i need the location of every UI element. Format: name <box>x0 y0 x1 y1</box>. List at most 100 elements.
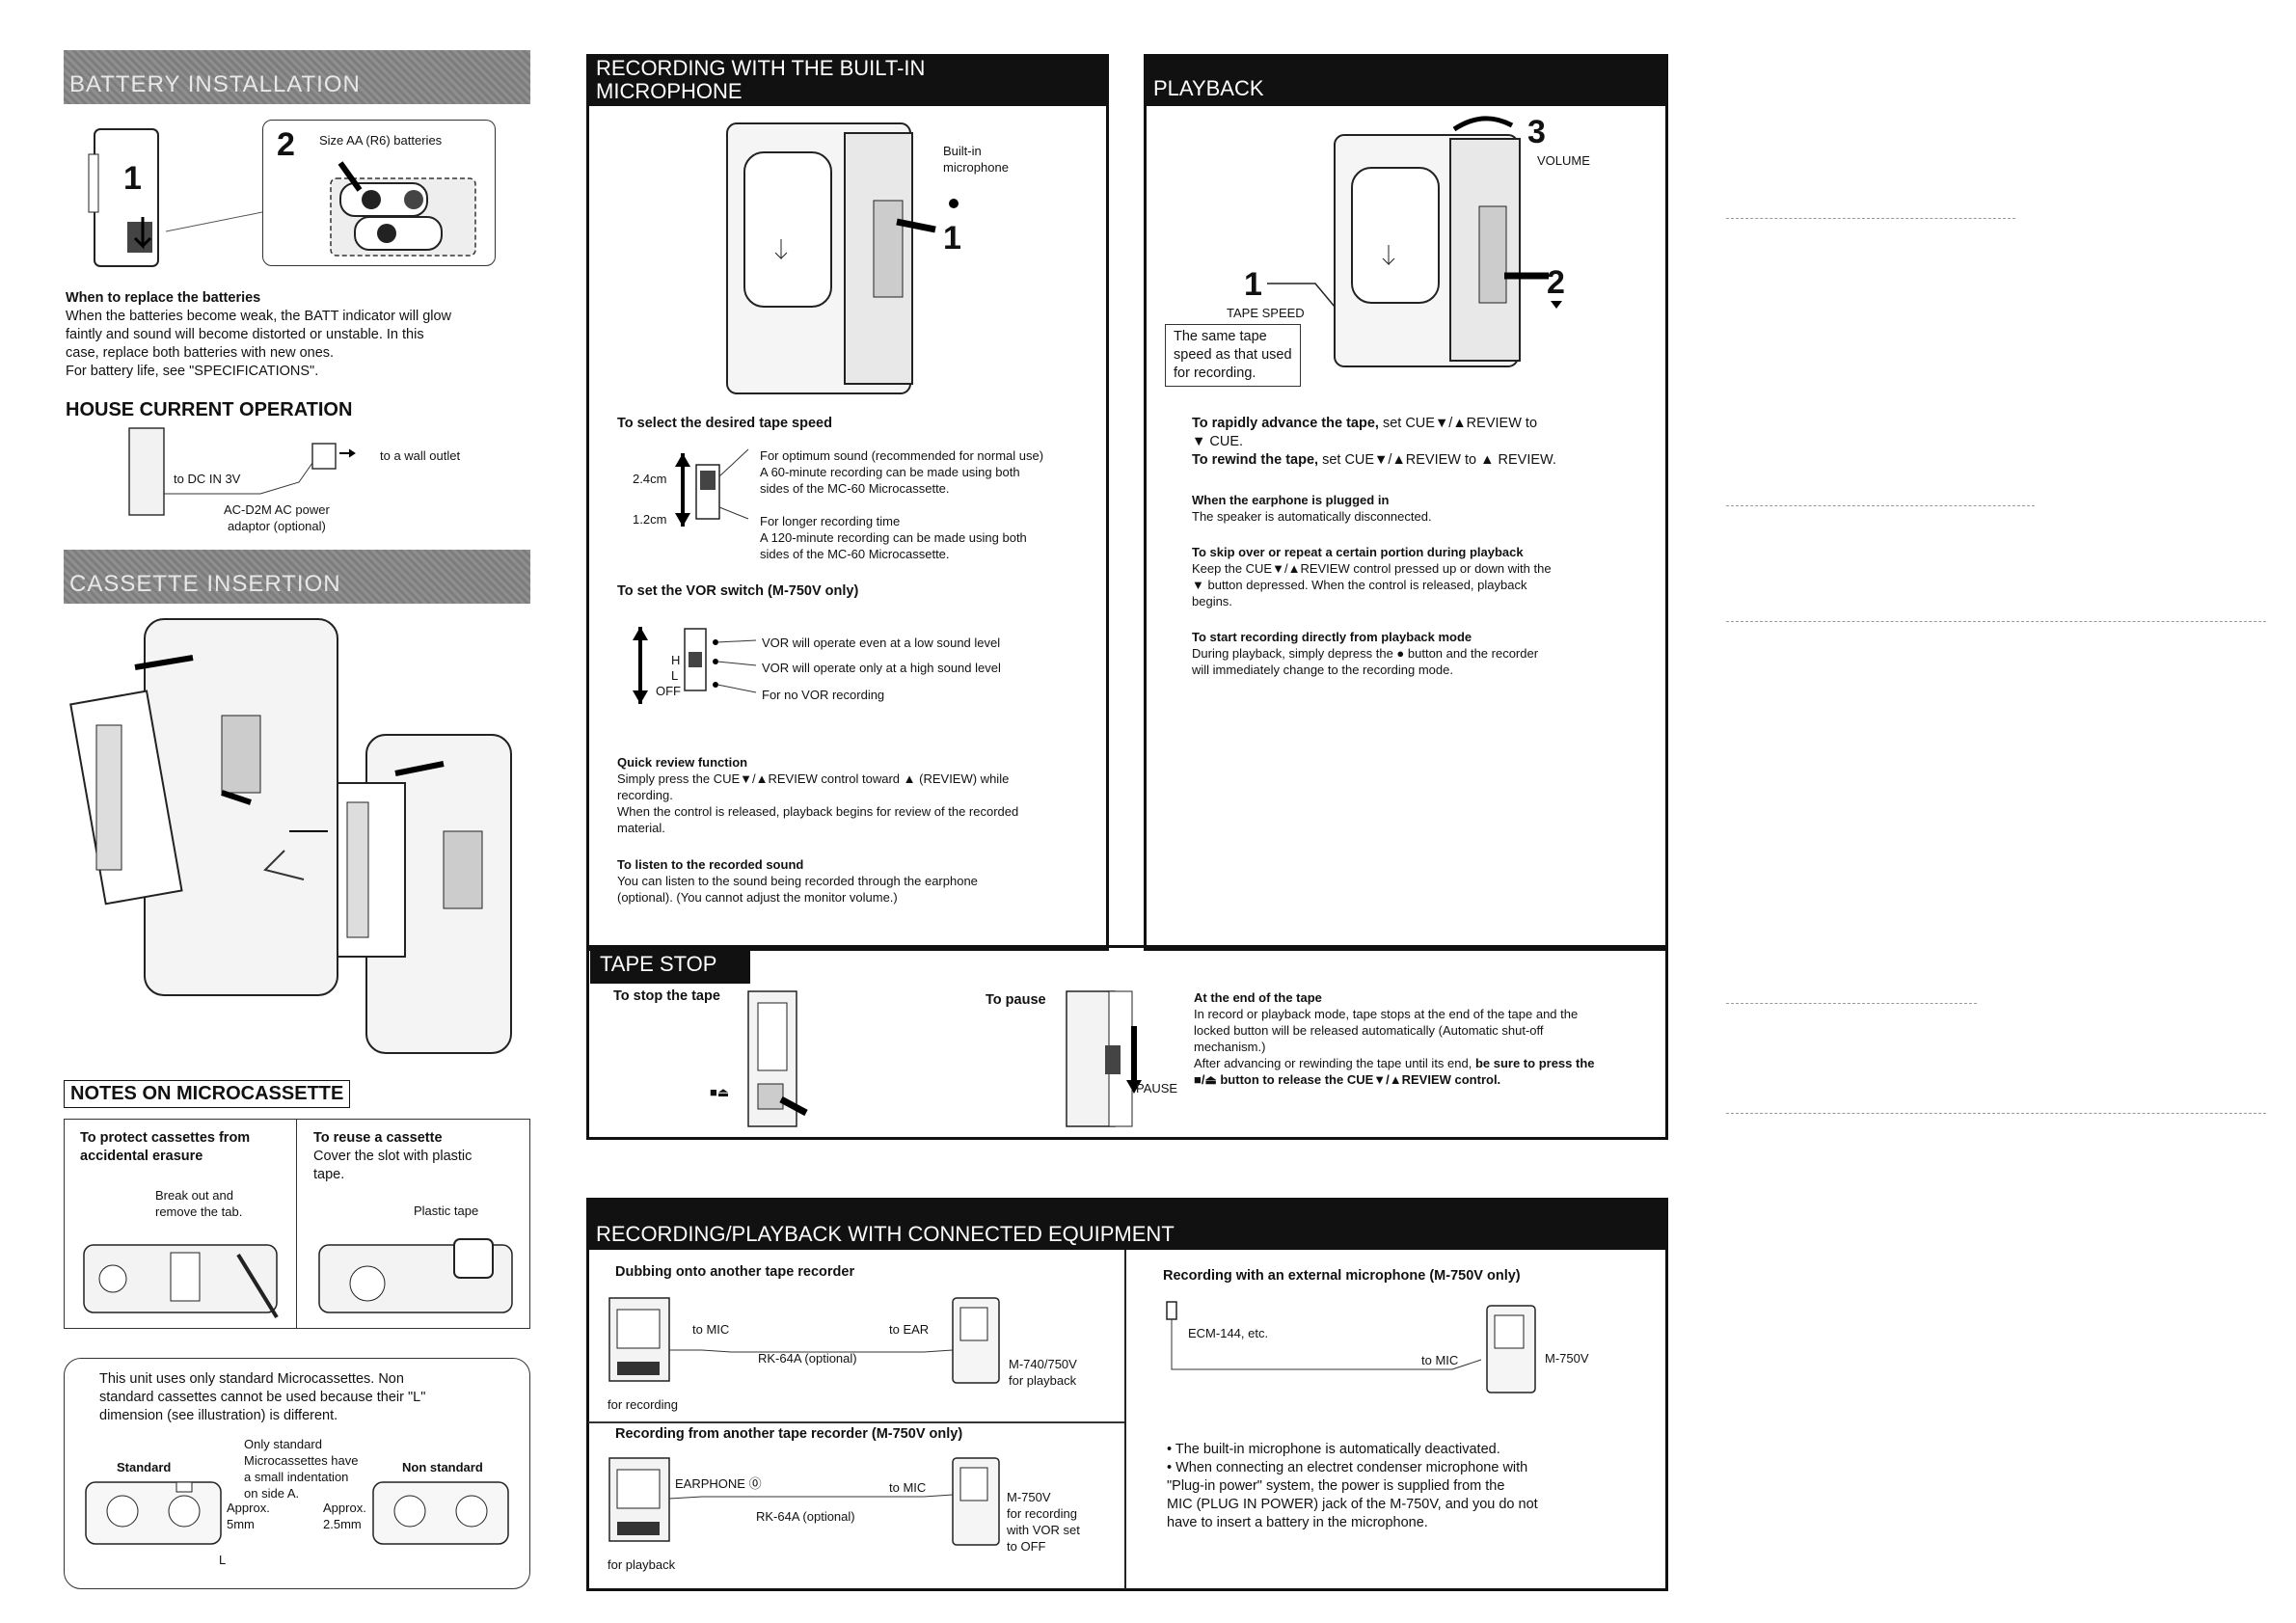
stop-button-drawing <box>747 990 808 1127</box>
vor-title: To set the VOR switch (M-750V only) <box>617 583 859 599</box>
ff-text-2: ▼ CUE. <box>1192 434 1244 449</box>
earphone-text: The speaker is automatically disconnecte… <box>1192 509 1432 524</box>
bul2-line-3: MIC (PLUG IN POWER) jack of the M-750V, … <box>1167 1497 1538 1512</box>
approx-2-5mm: Approx. 2.5mm <box>323 1500 366 1532</box>
ext-m750v: M-750V <box>1545 1351 1589 1366</box>
playback-header-text: PLAYBACK <box>1153 76 1264 100</box>
speed-switch-drawing <box>675 448 749 527</box>
same-speed-2: speed as that used <box>1174 347 1292 363</box>
cassette-header-text: CASSETTE INSERTION <box>69 571 341 597</box>
dub-to-ear: to EAR <box>889 1322 930 1337</box>
replace-line-1: When the batteries become weak, the BATT… <box>66 309 452 324</box>
tape-speed-title: To select the desired tape speed <box>617 416 832 431</box>
rew-title: To rewind the tape, <box>1192 452 1319 468</box>
ext-bullet-2: • When connecting an electret condenser … <box>1167 1459 1649 1532</box>
vor-l: L <box>671 668 679 683</box>
standard-cassette-drawing <box>85 1481 222 1545</box>
only-standard-note: Only standard Microcassettes have a smal… <box>244 1436 359 1501</box>
tape-stop-header-text: TAPE STOP <box>600 952 717 976</box>
end-bold-1: be sure to press the <box>1472 1056 1595 1070</box>
bul2-line-4: have to insert a battery in the micropho… <box>1167 1515 1428 1530</box>
break-tab-label: Break out and remove the tab. <box>155 1187 242 1220</box>
builtin-line-1: Built-in <box>943 144 982 158</box>
same-speed-1: The same tape <box>1174 329 1267 344</box>
reuse-line-1: Cover the slot with plastic <box>313 1149 473 1164</box>
pause-label: To pause <box>986 992 1046 1008</box>
cassette-insertion-header: CASSETTE INSERTION <box>64 550 530 604</box>
plastic-tape-drawing <box>318 1238 513 1313</box>
std-line-2: standard cassettes cannot be used becaus… <box>99 1390 426 1405</box>
m740-line-2: for playback <box>1009 1373 1077 1388</box>
reuse-title: To reuse a cassette <box>313 1130 443 1146</box>
l-dimension-label: L <box>219 1553 227 1567</box>
notes-title-text: NOTES ON MICROCASSETTE <box>70 1083 344 1104</box>
ext-mic-title: Recording with an external microphone (M… <box>1163 1268 1521 1284</box>
skip-line-1: Keep the CUE▼/▲REVIEW control pressed up… <box>1192 561 1552 576</box>
opt1-line-3: sides of the MC-60 Microcassette. <box>760 481 950 496</box>
connected-header: RECORDING/PLAYBACK WITH CONNECTED EQUIPM… <box>586 1198 1668 1250</box>
ext-to-mic: to MIC <box>1421 1353 1459 1367</box>
skip-text: Keep the CUE▼/▲REVIEW control pressed up… <box>1192 560 1655 609</box>
record-arrow <box>896 218 936 233</box>
end-line-4: After advancing or rewinding the tape un… <box>1194 1056 1472 1070</box>
recording-header-1: RECORDING WITH THE BUILT-IN <box>596 56 926 80</box>
end-line-1: In record or playback mode, tape stops a… <box>1194 1007 1579 1021</box>
opt1-line-2: A 60-minute recording can be made using … <box>760 465 1020 479</box>
ext-mic-diagram <box>1166 1301 1536 1393</box>
speed-2-4cm: 2.4cm <box>633 472 667 486</box>
m750-line-3: with VOR set <box>1007 1523 1080 1537</box>
scan-line-3 <box>1726 621 2266 622</box>
replace-batteries-text: When the batteries become weak, the BATT… <box>66 308 538 381</box>
opt2-line-1: For longer recording time <box>760 514 901 528</box>
notes-title: NOTES ON MICROCASSETTE <box>64 1080 351 1108</box>
qr-line-2: recording. <box>617 788 673 802</box>
vor-h: H <box>671 653 681 667</box>
qr-line-4: material. <box>617 821 665 835</box>
plastic-tape-label: Plastic tape <box>414 1204 479 1218</box>
end-of-tape-title: At the end of the tape <box>1194 990 1322 1005</box>
opt2-line-2: A 120-minute recording can be made using… <box>760 530 1027 545</box>
end-line-2: locked button will be released automatic… <box>1194 1023 1544 1038</box>
pause-button-drawing <box>1066 990 1142 1127</box>
approx1-line-2: 5mm <box>227 1517 255 1531</box>
vor-option-2: VOR will operate only at a high sound le… <box>762 661 1001 675</box>
battery-step-1: 1 <box>123 160 142 197</box>
dc-in-label: to DC IN 3V <box>174 472 241 486</box>
earphone-title: When the earphone is plugged in <box>1192 493 1390 507</box>
ff-text: set CUE▼/▲REVIEW to <box>1378 416 1538 431</box>
bul2-line-1: • When connecting an electret condenser … <box>1167 1460 1528 1475</box>
battery-connector-line <box>165 211 263 232</box>
vor-switch-drawing <box>633 627 718 704</box>
vor-off: OFF <box>656 684 681 698</box>
replace-line-3: case, replace both batteries with new on… <box>66 345 335 361</box>
from-for-playback: for playback <box>608 1557 676 1572</box>
same-speed-3: for recording. <box>1174 365 1256 381</box>
tape-stop-header: TAPE STOP <box>590 947 750 984</box>
from-to-mic: to MIC <box>889 1480 927 1495</box>
scan-line-5 <box>1726 1113 2266 1114</box>
recording-header-2: MICROPHONE <box>596 79 743 103</box>
ff-title: To rapidly advance the tape, <box>1192 416 1379 431</box>
playback-header: PLAYBACK <box>1144 54 1668 106</box>
end-line-3: mechanism.) <box>1194 1040 1266 1054</box>
from-rk64a: RK-64A (optional) <box>756 1509 855 1524</box>
vor-option-3: For no VOR recording <box>762 688 885 702</box>
only-std-3: a small indentation <box>244 1470 349 1484</box>
playback-recorder-illustration <box>1334 116 1521 367</box>
record-step-1: 1 <box>943 220 961 257</box>
battery-step-2: 2 <box>277 126 295 163</box>
from-m750: M-750V for recording with VOR set to OFF <box>1007 1489 1080 1555</box>
connected-header-text: RECORDING/PLAYBACK WITH CONNECTED EQUIPM… <box>596 1222 1175 1246</box>
opt2-line-3: sides of the MC-60 Microcassette. <box>760 547 950 561</box>
ac-adaptor-label: AC-D2M AC power adaptor (optional) <box>224 501 330 534</box>
only-std-4: on side A. <box>244 1486 300 1501</box>
end-bold-2: ■/⏏ button to release the CUE▼/▲REVIEW c… <box>1194 1072 1501 1087</box>
listen-line-2: (optional). (You cannot adjust the monit… <box>617 890 898 905</box>
house-current-title: HOUSE CURRENT OPERATION <box>66 399 353 420</box>
nonstandard-label: Non standard <box>402 1460 483 1474</box>
vor-option-1: VOR will operate even at a low sound lev… <box>762 636 1001 650</box>
protect-tab-drawing <box>83 1244 279 1319</box>
builtin-mic-label: Built-in microphone <box>943 143 1009 176</box>
stop-icon: ■⏏ <box>710 1085 730 1099</box>
dubbing-diagram <box>608 1297 1000 1384</box>
